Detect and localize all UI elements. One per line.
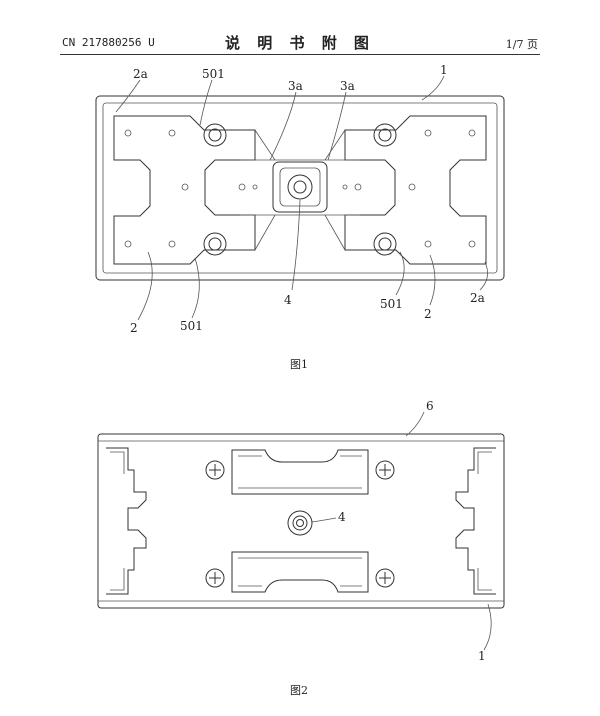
- fig1-label-2-left: 2: [130, 321, 138, 335]
- fig2-left-clip: [106, 447, 147, 595]
- fig1-center-hole: [287, 174, 313, 200]
- fig2-upper-slot: [231, 449, 369, 495]
- fig1-label-501-top: 501: [202, 67, 225, 81]
- fig2-caption: 图2: [290, 684, 308, 697]
- figure-2: 6 4 1 图2: [97, 399, 505, 697]
- fig1-label-2a-bottom: 2a: [470, 291, 485, 305]
- fig2-label-6: 6: [426, 399, 434, 413]
- fig1-right-bracket: [344, 115, 487, 265]
- fig2-lower-slot: [231, 551, 369, 593]
- publication-number: CN 217880256 U: [62, 36, 155, 49]
- fig1-screw-boss-tr-inner: [378, 128, 392, 142]
- fig1-screw-boss-br: [373, 232, 397, 256]
- fig1-center-hole-inner: [293, 180, 307, 194]
- fig1-screw-boss-tr: [373, 123, 397, 147]
- fig1-inner-border: [102, 102, 498, 274]
- fig1-center-cross: [240, 129, 360, 251]
- fig1-label-2-right: 2: [424, 307, 432, 321]
- fig1-center-boss: [272, 161, 328, 213]
- fig2-right-clip-inner: [477, 451, 492, 591]
- fig1-label-3a-right: 3a: [340, 79, 355, 93]
- fig1-label-3a-left: 3a: [288, 79, 303, 93]
- header-rule: [60, 54, 540, 55]
- fig2-lower-slot-inner: [238, 557, 362, 587]
- fig1-label-1: 1: [440, 63, 448, 77]
- fig2-left-clip-inner: [110, 451, 125, 591]
- fig1-caption: 图1: [290, 358, 308, 371]
- figure-1: 2a 501 3a 3a 1 2 501 4 501 2 2a 图1: [95, 63, 505, 371]
- fig1-screw-boss-br-inner: [378, 237, 392, 251]
- fig1-label-501-br: 501: [380, 297, 403, 311]
- fig1-label-501-bl: 501: [180, 319, 203, 333]
- fig1-screw-boss-bl-inner: [208, 237, 222, 251]
- fig2-screws: [205, 460, 395, 588]
- fig2-center-boss: [287, 510, 313, 536]
- fig1-label-4: 4: [284, 293, 292, 307]
- fig1-screw-boss-tl-inner: [208, 128, 222, 142]
- page-number: 1/7 页: [505, 38, 538, 51]
- fig2-label-1: 1: [478, 649, 486, 663]
- fig2-leader-lines: [311, 411, 492, 651]
- fig2-label-4: 4: [338, 510, 346, 524]
- fig2-right-clip: [455, 447, 496, 595]
- fig2-outer-plate: [97, 433, 505, 609]
- fig1-label-2a-top: 2a: [133, 67, 148, 81]
- fig1-small-holes: [124, 129, 476, 248]
- fig2-upper-slot-inner: [238, 455, 362, 489]
- fig2-center-boss-mid: [292, 515, 308, 531]
- page-title: 说 明 书 附 图: [225, 34, 375, 52]
- fig1-leader-lines: [115, 75, 488, 321]
- fig2-center-boss-inner: [296, 519, 304, 527]
- fig1-screw-boss-tl: [203, 123, 227, 147]
- fig1-screw-boss-bl: [203, 232, 227, 256]
- fig1-outer-plate: [95, 95, 505, 281]
